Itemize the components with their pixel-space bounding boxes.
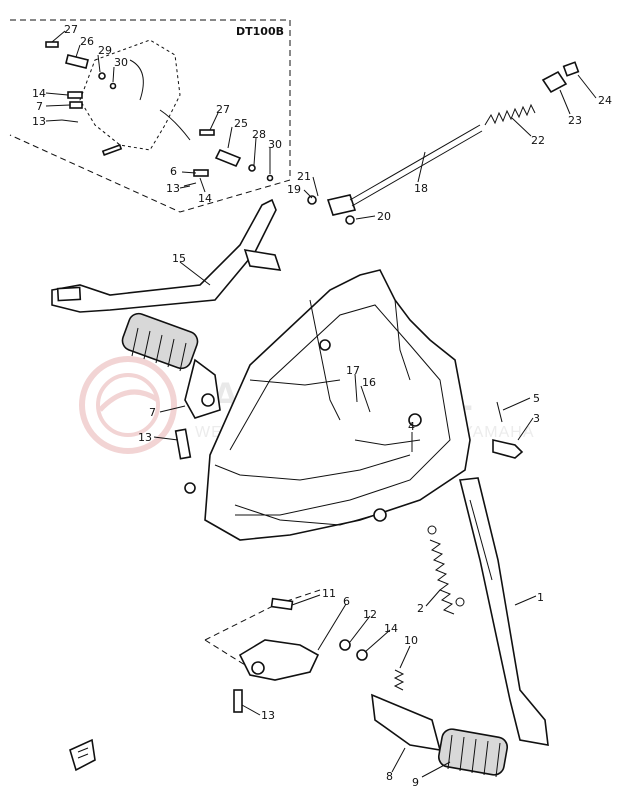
callout-14-inset: 14 — [32, 87, 46, 100]
footrest-front — [121, 312, 221, 460]
inset-part-14 — [67, 91, 83, 99]
callout-14-inset-b: 14 — [198, 192, 212, 205]
callout-1: 1 — [537, 591, 544, 604]
inset-part-27b — [199, 129, 215, 136]
inset-part-30 — [109, 82, 117, 90]
callouts: 1 2 3 4 5 16 17 7 13 15 18 20 19 21 22 2… — [32, 23, 612, 789]
callout-3: 3 — [533, 412, 540, 425]
inset-part-29 — [98, 72, 106, 80]
inset-label: DT100B — [236, 25, 284, 38]
stand-bolt — [492, 438, 524, 459]
inset-part-30b — [266, 174, 274, 182]
callout-20: 20 — [377, 210, 391, 223]
callout-9: 9 — [412, 776, 419, 789]
callout-17: 17 — [346, 364, 360, 377]
inset-part-25 — [214, 148, 242, 168]
inset-part-28 — [248, 164, 256, 172]
callout-19: 19 — [287, 183, 301, 196]
callout-29: 29 — [98, 44, 112, 57]
frame — [184, 269, 471, 541]
inset-box: DT100B — [9, 19, 291, 213]
callout-14-bottom: 14 — [384, 622, 398, 635]
inset-part-26 — [65, 54, 89, 69]
callout-21: 21 — [297, 170, 311, 183]
callout-13-inset-b: 13 — [166, 182, 180, 195]
callout-7-main: 7 — [149, 406, 156, 419]
callout-6-bottom: 6 — [343, 595, 350, 608]
callout-7-inset: 7 — [36, 100, 43, 113]
callout-18: 18 — [414, 182, 428, 195]
callout-23: 23 — [568, 114, 582, 127]
callout-5: 5 — [533, 392, 540, 405]
stand-spring — [429, 539, 455, 615]
callout-28: 28 — [252, 128, 266, 141]
callout-8: 8 — [386, 770, 393, 783]
inset-part-7 — [69, 101, 83, 109]
callout-16: 16 — [362, 376, 376, 389]
inset-part-6 — [193, 169, 209, 177]
callout-12: 12 — [363, 608, 377, 621]
callout-13-main: 13 — [138, 431, 152, 444]
side-stand — [459, 477, 549, 746]
callout-11: 11 — [322, 587, 336, 600]
callout-25: 25 — [234, 117, 248, 130]
callout-24: 24 — [598, 94, 612, 107]
callout-6-inset: 6 — [170, 165, 177, 178]
callout-13-inset: 13 — [32, 115, 46, 128]
callout-30-inset: 30 — [114, 56, 128, 69]
brake-rod-assembly — [307, 61, 580, 225]
brake-pedal — [51, 198, 277, 313]
footrest-rear — [204, 589, 509, 778]
callout-30-inset-b: 30 — [268, 138, 282, 151]
front-arrow-icon — [69, 738, 96, 772]
brake-pedal-shaft — [243, 248, 282, 271]
callout-15: 15 — [172, 252, 186, 265]
leader-lines — [45, 30, 597, 778]
callout-4: 4 — [408, 420, 415, 433]
callout-13-bottom: 13 — [261, 709, 275, 722]
callout-27-inset-b: 27 — [216, 103, 230, 116]
callout-26: 26 — [80, 35, 94, 48]
callout-10: 10 — [404, 634, 418, 647]
callout-2: 2 — [417, 602, 424, 615]
inset-part-27 — [45, 41, 59, 48]
callout-27-inset: 27 — [64, 23, 78, 36]
callout-22: 22 — [531, 134, 545, 147]
